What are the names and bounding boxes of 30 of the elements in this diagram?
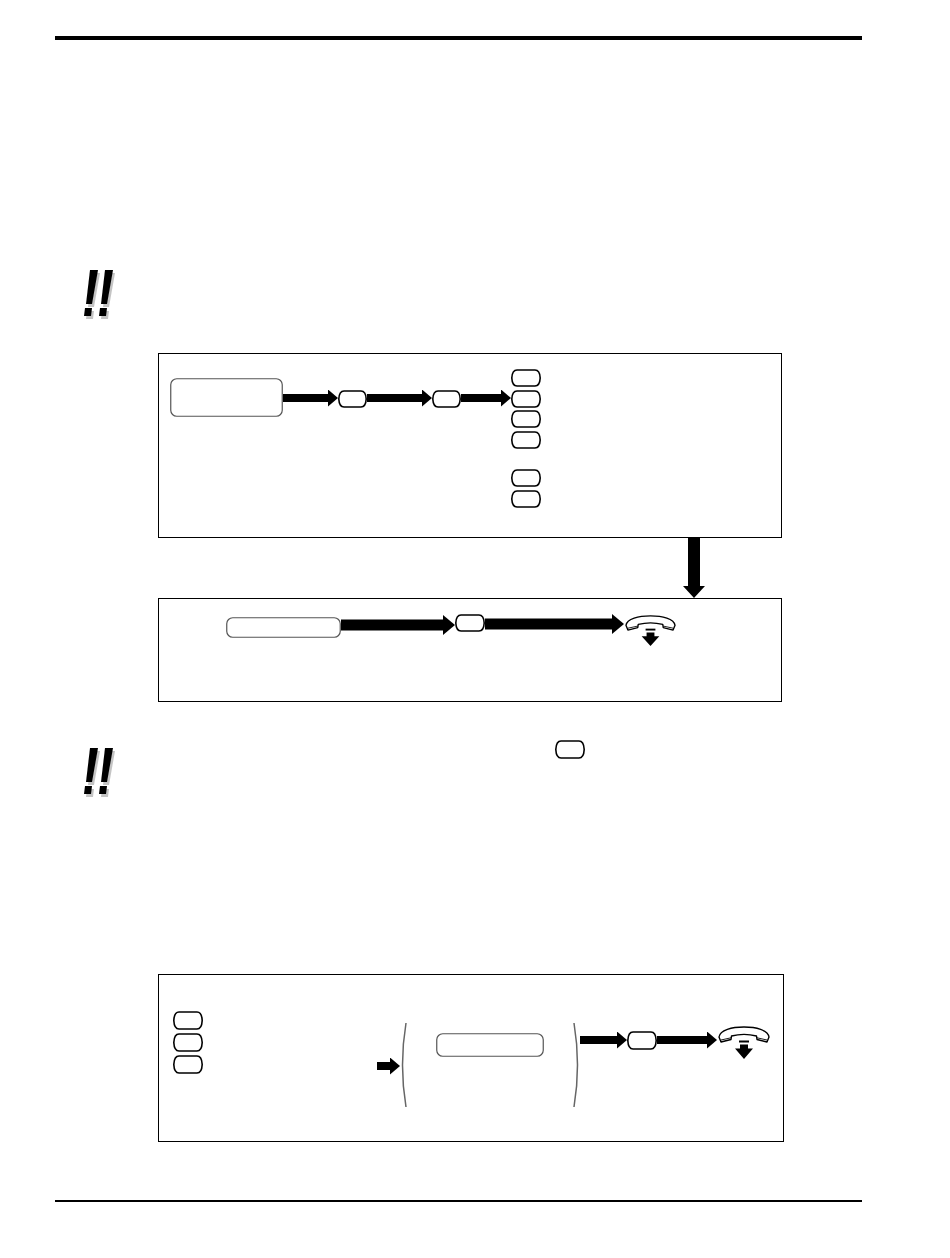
arrow [283,389,338,407]
arrow [341,615,455,635]
key-icon [555,740,585,759]
handset-icon [717,1026,771,1060]
key-icon [338,390,367,408]
display-frame [170,378,283,417]
key-icon [455,614,485,632]
arrow [367,389,432,407]
panel [158,598,782,702]
key-icon [511,410,541,428]
handset-icon [624,615,677,647]
key-icon [173,1011,203,1030]
key-icon [432,390,461,408]
arrow [683,538,705,598]
display-frame [226,617,341,638]
arrow [461,389,511,407]
display-frame [436,1033,544,1057]
key-icon [627,1031,657,1050]
key-icon [511,390,541,408]
parentheses-bracket [400,1022,580,1108]
arrow [657,1031,717,1049]
key-icon [173,1033,203,1052]
key-icon [511,469,541,487]
key-icon [173,1055,203,1074]
panel [158,353,782,538]
arrow [485,614,624,634]
key-icon [511,490,541,508]
panel [158,974,784,1142]
key-icon [511,431,541,449]
key-icon [511,369,541,387]
